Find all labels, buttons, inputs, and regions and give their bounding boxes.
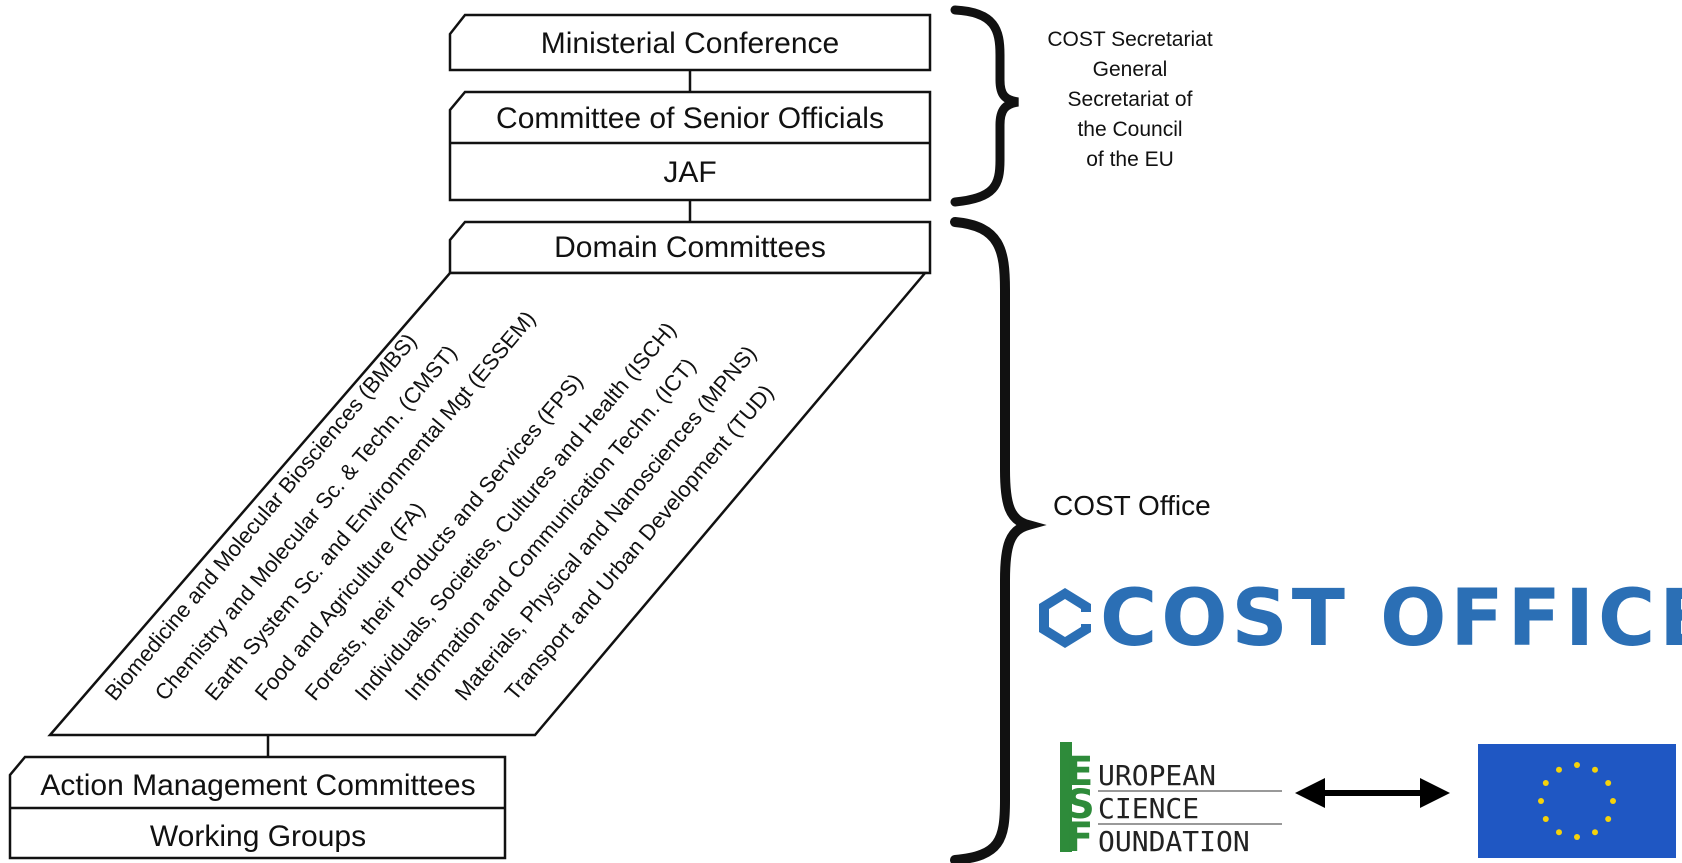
cost-office-label: COST Office [1053, 490, 1211, 521]
domain-committees-label: Domain Committees [554, 231, 826, 264]
domain-committees-box: Domain Committees [448, 220, 932, 275]
eu-star [1542, 780, 1549, 786]
domains-parallelogram [47, 271, 928, 737]
eu-star [1574, 834, 1580, 840]
eu-star [1605, 780, 1612, 786]
ministerial-conference-label: Ministerial Conference [541, 27, 839, 60]
esf-logo: E UROPEAN S CIENCE F OUNDATION [1060, 742, 1282, 861]
action-management-label: Action Management Committees [40, 769, 475, 802]
eu-star [1556, 766, 1562, 773]
secretariat-line: General [1093, 58, 1168, 81]
eu-star [1574, 762, 1580, 768]
secretariat-line: of the EU [1086, 148, 1174, 171]
cost-office-brace [950, 217, 1047, 863]
eu-star [1556, 829, 1562, 836]
eu-star [1610, 798, 1616, 804]
cost-office-logo: COST OFFICE [1039, 574, 1682, 664]
working-groups-label: Working Groups [150, 820, 366, 853]
secretariat-line: COST Secretariat [1047, 28, 1212, 51]
cost-logo-text: COST OFFICE [1100, 574, 1682, 664]
cost-logo-icon [1039, 588, 1091, 648]
secretariat-text: COST Secretariat General Secretariat of … [1047, 28, 1212, 171]
esf-letter: E [1066, 749, 1093, 795]
double-arrow-icon [1295, 778, 1450, 808]
eu-star [1542, 816, 1549, 822]
esf-word: CIENCE [1098, 792, 1199, 825]
senior-officials-box: Committee of Senior Officials JAF [448, 90, 932, 202]
action-management-box: Action Management Committees Working Gro… [8, 755, 507, 860]
ministerial-conference-box: Ministerial Conference [448, 13, 932, 72]
eu-star [1538, 798, 1544, 804]
secretariat-line: the Council [1077, 118, 1182, 141]
eu-star [1592, 766, 1598, 773]
secretariat-line: Secretariat of [1068, 88, 1193, 111]
esf-letter: S [1066, 782, 1095, 828]
eu-flag-icon [1478, 744, 1676, 858]
esf-letter: F [1066, 815, 1093, 861]
eu-star [1605, 816, 1612, 822]
jaf-label: JAF [663, 156, 716, 189]
senior-officials-label: Committee of Senior Officials [496, 102, 884, 135]
esf-word: OUNDATION [1098, 825, 1250, 858]
esf-word: UROPEAN [1098, 759, 1216, 792]
eu-star [1592, 829, 1598, 836]
secretariat-brace [950, 5, 1019, 207]
